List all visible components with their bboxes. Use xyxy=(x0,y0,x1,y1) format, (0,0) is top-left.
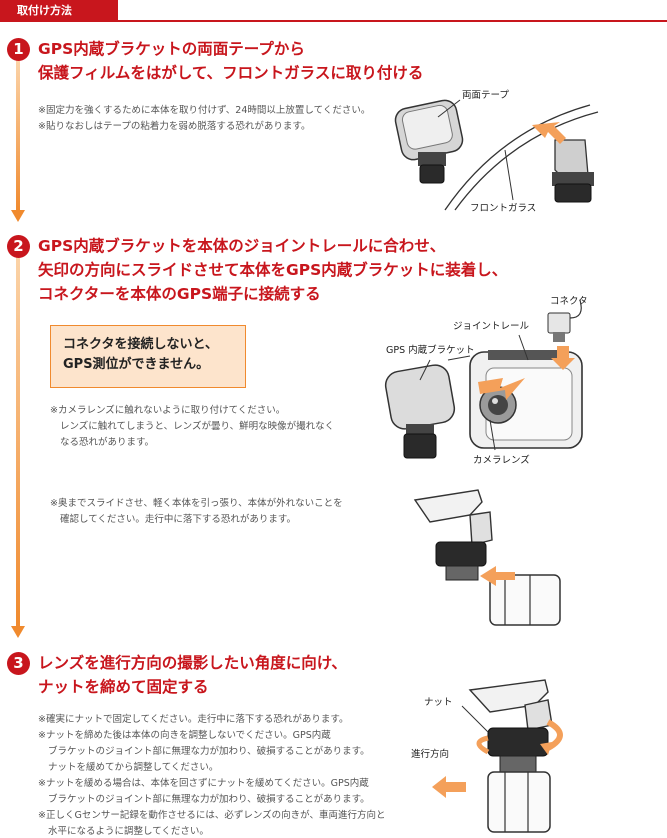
note-line: なる恐れがあります。 xyxy=(60,437,155,448)
step-2-number: 2 xyxy=(7,235,30,258)
label-travel-direction: 進行方向 xyxy=(411,749,450,760)
label-windshield: フロントガラス xyxy=(470,203,537,214)
note-line: ※カメラレンズに触れないように取り付けてください。 xyxy=(50,405,286,416)
step-1-number: 1 xyxy=(7,38,30,61)
section-header: 取付け方法 xyxy=(0,0,118,22)
step-2-title: GPS内蔵ブラケットを本体のジョイントレールに合わせ、 矢印の方向にスライドさせ… xyxy=(38,234,507,306)
step-2-title-line: 矢印の方向にスライドさせて本体をGPS内蔵ブラケットに装着し、 xyxy=(38,261,508,279)
step-3-number: 3 xyxy=(7,652,30,675)
note-line: 水平になるように調整してください。 xyxy=(48,826,209,837)
step-3-title: レンズを進行方向の撮影したい角度に向け、 ナットを締めて固定する xyxy=(38,651,347,699)
step-1-title-line: GPS内蔵ブラケットの両面テープから xyxy=(38,40,305,58)
step-3-notes: ※確実にナットで固定してください。走行中に落下する恐れがあります。 ※ナットを締… xyxy=(38,712,385,838)
note-line: ※貼りなおしはテープの粘着力を弱め脱落する恐れがあります。 xyxy=(38,121,311,132)
note-line: ※奥までスライドさせ、軽く本体を引っ張り、本体が外れないことを xyxy=(50,498,343,509)
label-joint-rail: ジョイントレール xyxy=(453,321,530,332)
step-3-title-line: ナットを締めて固定する xyxy=(38,678,209,696)
note-line: ※固定力を強くするために本体を取り付けず、24時間以上放置してください。 xyxy=(38,105,371,116)
step-2-notes-slide: ※奥までスライドさせ、軽く本体を引っ張り、本体が外れないことを 確認してください… xyxy=(50,496,343,528)
note-line: レンズに触れてしまうと、レンズが曇り、鮮明な映像が撮れなく xyxy=(60,421,335,432)
step-2-title-line: GPS内蔵ブラケットを本体のジョイントレールに合わせ、 xyxy=(38,237,446,255)
note-line: ※確実にナットで固定してください。走行中に落下する恐れがあります。 xyxy=(38,714,349,725)
step-3-title-line: レンズを進行方向の撮影したい角度に向け、 xyxy=(38,654,347,672)
label-camera-lens: カメラレンズ xyxy=(473,455,530,466)
step-1-title-line: 保護フィルムをはがして、フロントガラスに取り付ける xyxy=(38,64,424,82)
note-line: ブラケットのジョイント部に無理な力が加わり、破損することがあります。 xyxy=(48,794,370,805)
label-nut: ナット xyxy=(424,697,453,708)
note-line: ※正しくGセンサー記録を動作させるには、必ずレンズの向きが、車両進行方向と xyxy=(38,810,386,821)
label-connector: コネクタ xyxy=(550,296,588,307)
gps-warning-callout: コネクタを接続しないと、 GPS測位ができません。 xyxy=(50,325,246,388)
header-rule xyxy=(0,20,667,22)
step-2-title-line: コネクターを本体のGPS端子に接続する xyxy=(38,285,321,303)
note-line: 確認してください。走行中に落下する恐れがあります。 xyxy=(60,514,296,525)
step-1-title: GPS内蔵ブラケットの両面テープから 保護フィルムをはがして、フロントガラスに取… xyxy=(38,37,423,85)
callout-line: GPS測位ができません。 xyxy=(63,357,210,372)
note-line: ※ナットを緩める場合は、本体を回さずにナットを緩めてください。GPS内蔵 xyxy=(38,778,369,789)
step-1-notes: ※固定力を強くするために本体を取り付けず、24時間以上放置してください。 ※貼り… xyxy=(38,103,370,135)
step-2-notes-lens: ※カメラレンズに触れないように取り付けてください。 レンズに触れてしまうと、レン… xyxy=(50,403,334,451)
note-line: ナットを緩めてから調整してください。 xyxy=(48,762,219,773)
label-double-sided-tape: 両面テープ xyxy=(462,90,509,101)
note-line: ※ナットを締めた後は本体の向きを調整しないでください。GPS内蔵 xyxy=(38,730,331,741)
note-line: ブラケットのジョイント部に無理な力が加わり、破損することがあります。 xyxy=(48,746,370,757)
label-gps-bracket: GPS 内蔵ブラケット xyxy=(386,345,475,356)
callout-line: コネクタを接続しないと、 xyxy=(63,337,218,352)
